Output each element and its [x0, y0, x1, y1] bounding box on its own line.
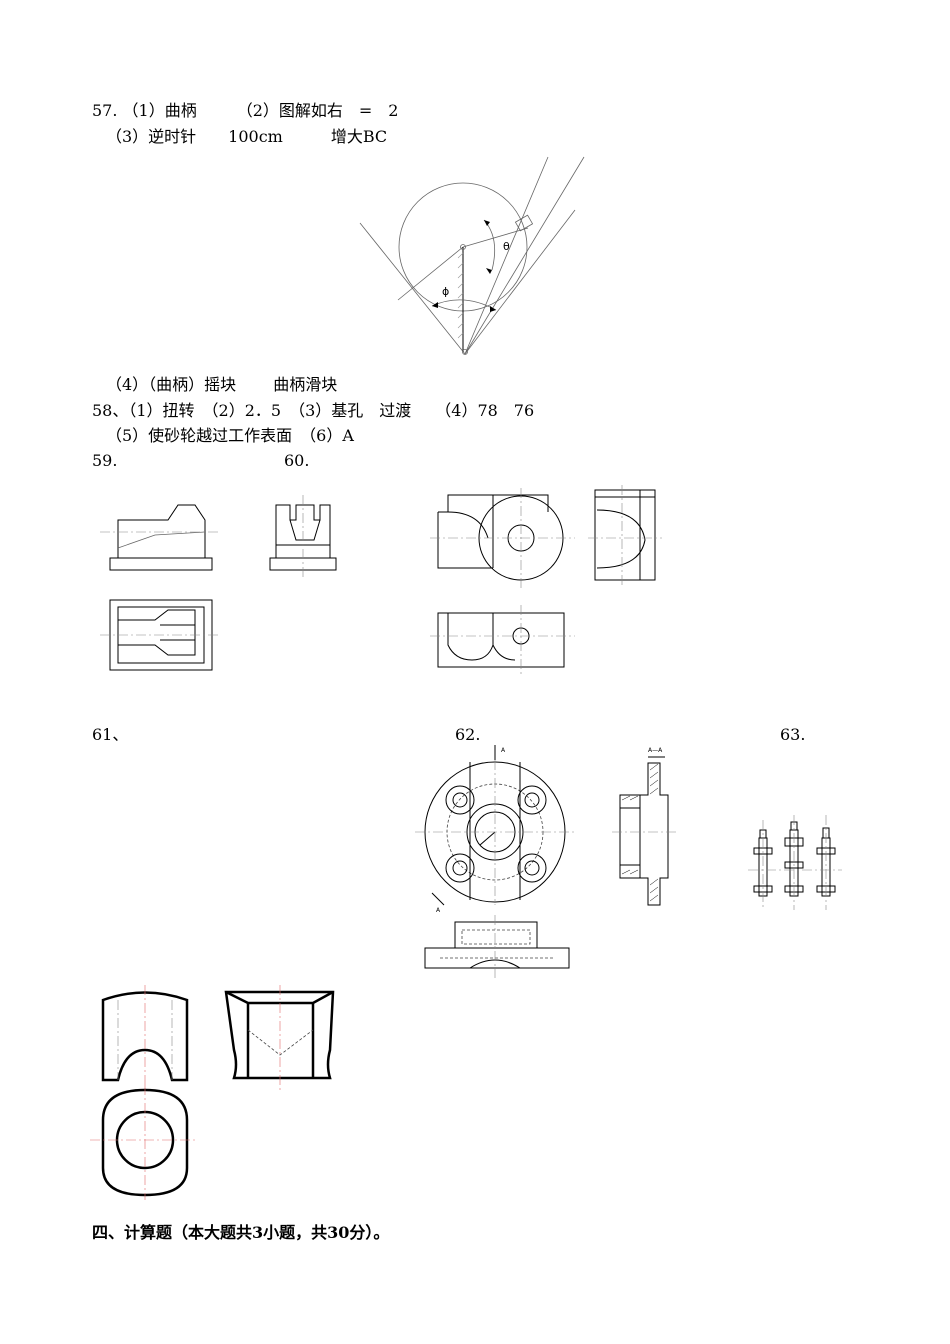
q59-label: 59. — [92, 451, 118, 470]
section-a-bottom-label: A — [436, 907, 441, 914]
q58-line1: 58、（1）扭转 （2）2．5 （3）基孔 过渡 （4）78 76 — [92, 401, 535, 420]
q63-label: 63. — [780, 725, 806, 744]
section-heading: 四、计算题（本大题共3小题，共30分）。 — [92, 1223, 390, 1242]
theta-label: θ — [503, 240, 510, 253]
section-a-top-label: A — [501, 747, 506, 754]
q62-label: 62. — [455, 725, 481, 744]
q57-line2: （3）逆时针 100cm 增大BC — [106, 127, 388, 146]
q57-line1: 57. （1）曲柄 （2）图解如右 = 2 — [92, 101, 399, 120]
q61-label: 61、 — [92, 725, 129, 744]
q60-label: 60. — [284, 451, 310, 470]
section-aa-label: A—A — [648, 747, 663, 754]
q58-line2: （5）使砂轮越过工作表面 （6）A — [106, 426, 354, 445]
phi-label: ϕ — [442, 285, 449, 298]
q57-line3: （4）（曲柄）摇块 曲柄滑块 — [106, 375, 338, 394]
